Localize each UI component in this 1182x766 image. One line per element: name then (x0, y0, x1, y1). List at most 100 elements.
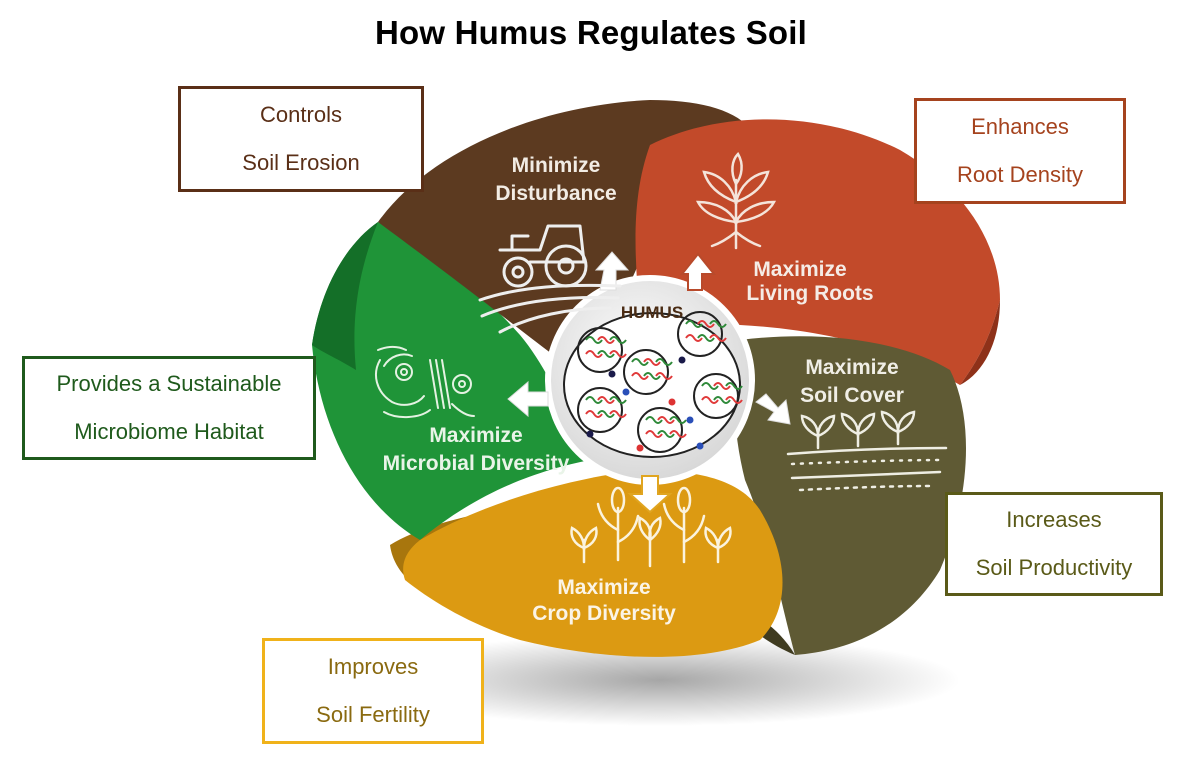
humus-dot (636, 444, 644, 452)
cover-label-line2: Soil Cover (800, 384, 904, 407)
humus-strand (643, 372, 661, 380)
corn-crops-icon (570, 486, 732, 568)
roots-label-line2: Living Roots (746, 282, 873, 305)
humus-strand (597, 336, 615, 344)
humus-strand (609, 350, 627, 358)
box-controls-soil-erosion: Controls Soil Erosion (178, 86, 424, 192)
cover-label-line1: Maximize (805, 356, 898, 379)
humus-strand (655, 358, 673, 366)
arrow-to-living-roots (679, 252, 717, 291)
box-productivity-line1: Increases (1006, 507, 1102, 532)
humus-strand (585, 410, 603, 418)
arrow-to-crop-diversity (627, 475, 673, 514)
humus-strand (585, 350, 603, 358)
seedlings-icon (786, 410, 948, 492)
humus-dot (622, 388, 630, 396)
label-minimize-disturbance: Minimize Disturbance (495, 154, 616, 205)
box-enhances-root-density: Enhances Root Density (914, 98, 1126, 204)
humus-label: HUMUS (621, 303, 683, 322)
box-roots-line1: Enhances (971, 114, 1069, 139)
humus-strand (701, 382, 719, 390)
arrow-to-soil-cover (755, 393, 791, 425)
humus-aggregate (623, 349, 669, 395)
humus-strand (685, 334, 703, 342)
humus-strand (697, 320, 715, 328)
box-increases-soil-productivity: Increases Soil Productivity (945, 492, 1163, 596)
box-roots-line2: Root Density (957, 162, 1083, 187)
humus-aggregate (677, 311, 723, 357)
humus-aggregate (577, 387, 623, 433)
plant-roots-icon (695, 151, 777, 250)
box-erosion-line1: Controls (260, 102, 342, 127)
box-sustainable-microbiome-habitat: Provides a Sustainable Microbiome Habita… (22, 356, 316, 460)
disturbance-label-line1: Minimize (512, 154, 601, 177)
wheel-shadow (360, 634, 960, 726)
humus-strand (669, 416, 687, 424)
humus-strand (725, 396, 743, 404)
humus-strand (585, 336, 603, 344)
microbial-label-line2: Microbial Diversity (383, 452, 570, 475)
humus-strand (657, 430, 675, 438)
humus-strand (643, 358, 661, 366)
humus-dot (678, 356, 686, 364)
humus-strand (701, 396, 719, 404)
crop-label-line1: Maximize (557, 576, 650, 599)
humus-particles (577, 311, 743, 453)
humus-strand (655, 372, 673, 380)
humus-dot (696, 442, 704, 450)
humus-strand (713, 396, 731, 404)
humus-strand (631, 358, 649, 366)
box-productivity-line2: Soil Productivity (975, 555, 1133, 580)
humus-strand (609, 396, 627, 404)
roots-fold (960, 300, 1000, 385)
arrows (507, 251, 791, 514)
humus-strand (713, 382, 731, 390)
label-soil-cover: Maximize Soil Cover (800, 356, 904, 407)
label-microbial-diversity: Maximize Microbial Diversity (383, 424, 570, 475)
microbial-label-line1: Maximize (429, 424, 522, 447)
roots-label-line1: Maximize (753, 258, 846, 281)
humus-strand (709, 320, 727, 328)
humus-strand (631, 372, 649, 380)
segment-microbial-diversity (312, 222, 590, 540)
humus-dot (586, 430, 594, 438)
humus-strand (725, 382, 743, 390)
box-fertility-line2: Soil Fertility (316, 702, 430, 727)
disturbance-label-line2: Disturbance (495, 182, 616, 205)
arrow-to-microbial-diversity (507, 380, 549, 418)
segment-maximize-crop-diversity (403, 470, 783, 657)
humus-aggregate (637, 407, 683, 453)
humus-aggregate (577, 327, 623, 373)
humus-strand (609, 336, 627, 344)
humus-particle-cluster (563, 312, 741, 458)
box-improves-soil-fertility: Improves Soil Fertility (262, 638, 484, 744)
label-crop-diversity: Maximize Crop Diversity (532, 576, 676, 625)
humus-strand (669, 430, 687, 438)
humus-strand (697, 334, 715, 342)
humus-strand (597, 396, 615, 404)
humus-strand (685, 320, 703, 328)
humus-strand (645, 416, 663, 424)
crop-label-line2: Crop Diversity (532, 602, 676, 625)
humus-dot (608, 370, 616, 378)
humus-strand (597, 410, 615, 418)
microbes-icon (375, 346, 475, 418)
humus-strand (645, 430, 663, 438)
box-erosion-line2: Soil Erosion (242, 150, 360, 175)
box-microbiome-line1: Provides a Sustainable (56, 371, 282, 396)
box-fertility-line1: Improves (327, 654, 419, 679)
humus-strand (657, 416, 675, 424)
humus-dot (686, 416, 694, 424)
label-living-roots: Maximize Living Roots (746, 258, 873, 305)
box-microbiome-line2: Microbiome Habitat (74, 419, 264, 444)
microbial-fold (312, 222, 378, 370)
humus-strand (585, 396, 603, 404)
humus-strand (597, 350, 615, 358)
humus-strand (709, 334, 727, 342)
tractor-icon (478, 224, 622, 334)
page-title: How Humus Regulates Soil (374, 14, 808, 51)
humus-aggregate (693, 373, 739, 419)
humus-strand (609, 410, 627, 418)
